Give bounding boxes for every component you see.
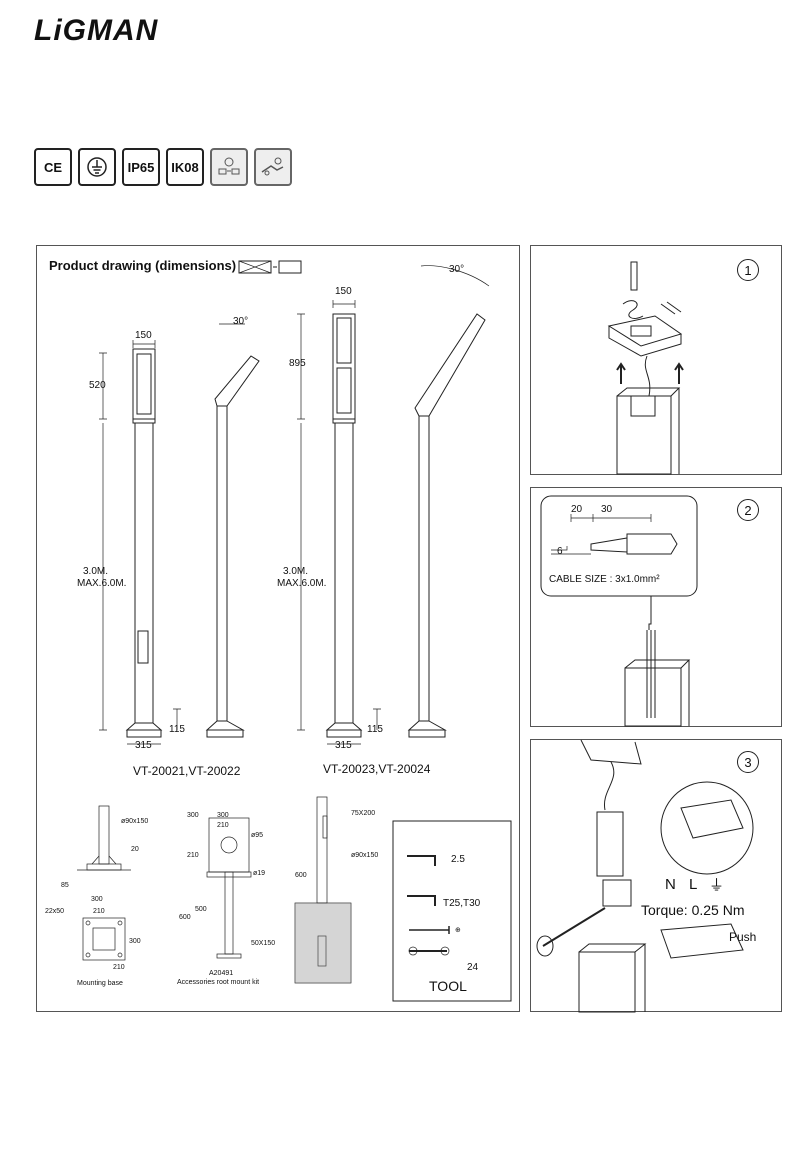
- product-drawing-panel: Product drawing (dimensions): [36, 245, 520, 1012]
- mb-height-210: 210: [113, 964, 125, 971]
- step-2-panel: 2 20 30 6 CABLE SIZE : 3x1.0mm²: [530, 487, 782, 727]
- brand-logo: LiGMAN: [34, 14, 159, 47]
- dim-height-895: 895: [289, 358, 306, 369]
- dim-base-height-a: 115: [169, 724, 185, 735]
- rk-width-300b: 300: [217, 812, 229, 819]
- cable-size-label: CABLE SIZE : 3x1.0mm²: [549, 574, 660, 585]
- tool-torx-size: T25,T30: [443, 898, 481, 909]
- dim-height-520: 520: [89, 380, 106, 391]
- push-label: Push: [729, 930, 757, 944]
- ce-mark: CE: [34, 148, 72, 186]
- strip-length-30: 30: [601, 504, 613, 515]
- mb-width-300: 300: [91, 896, 103, 903]
- dim-max-height-b: MAX.6.0M.: [277, 578, 327, 589]
- mb-height-85: 85: [61, 882, 69, 889]
- mb-width-210: 210: [93, 908, 105, 915]
- step-2-number: 2: [737, 499, 759, 521]
- certification-row: CE IP65 IK08: [34, 148, 292, 186]
- rk-height-600: 600: [179, 914, 191, 921]
- dim-base-width-a: 315: [135, 740, 152, 751]
- install-icon-2: [254, 148, 292, 186]
- dim-max-height-a: MAX.6.0M.: [77, 578, 127, 589]
- pole-drawings: [77, 260, 512, 1002]
- step-3-drawing: [536, 739, 754, 1013]
- earth-symbol-icon: [78, 148, 116, 186]
- dim-angle-a: 30°: [233, 316, 249, 327]
- rk-size-50x150: 50X150: [251, 940, 276, 947]
- step-1-drawing: [607, 261, 684, 475]
- step-3-panel: 3 N L ⏚ Torque: 0.25 Nm Push: [530, 739, 782, 1013]
- step-1-number: 1: [737, 259, 759, 281]
- ip65-badge: IP65: [122, 148, 160, 186]
- mb-height-20: 20: [131, 846, 139, 853]
- dim-pole-height-b: 3.0M.: [283, 566, 309, 577]
- model-label-a: VT-20021,VT-20022: [133, 764, 241, 778]
- dim-base-height-b: 115: [367, 724, 383, 735]
- rk-width-300a: 300: [187, 812, 199, 819]
- install-icon-1: [210, 148, 248, 186]
- terminal-n-label: N: [665, 876, 676, 893]
- dim-angle-b: 30°: [449, 264, 465, 275]
- product-drawing-title: Product drawing (dimensions): [49, 258, 237, 273]
- torque-label: Torque: 0.25 Nm: [641, 902, 745, 918]
- tool-hex-size: 2.5: [451, 854, 465, 865]
- mb-caption: Mounting base: [77, 980, 123, 987]
- earth-terminal-icon: ⏚: [709, 877, 725, 894]
- terminal-l-label: L: [689, 876, 698, 893]
- ik08-badge: IK08: [166, 148, 204, 186]
- model-label-b: VT-20023,VT-20024: [323, 762, 431, 776]
- step-2-drawing: [540, 495, 698, 727]
- cc-height-600: 600: [295, 872, 307, 879]
- screwdriver-icon: ⊕: [455, 927, 461, 934]
- rk-diameter-95: ø95: [251, 832, 264, 839]
- mb-height-300: 300: [129, 938, 141, 945]
- rk-code: A20491: [209, 970, 234, 977]
- mb-diameter: ø90x150: [121, 818, 149, 825]
- strip-length-20: 20: [571, 504, 583, 515]
- cc-size-75x200: 75X200: [351, 810, 376, 817]
- rk-caption: Accessories root mount kit: [177, 979, 260, 986]
- dim-pole-height-a: 3.0M.: [83, 566, 109, 577]
- dim-width-a: 150: [135, 330, 152, 341]
- tool-wrench-size: 24: [467, 962, 479, 973]
- dim-base-width-b: 315: [335, 740, 352, 751]
- tool-label: TOOL: [429, 978, 467, 994]
- rk-diameter-19: ø19: [253, 870, 266, 877]
- mb-slot-22x50: 22x50: [45, 908, 65, 915]
- cc-diameter-90: ø90x150: [351, 852, 379, 859]
- rk-height-500: 500: [195, 906, 207, 913]
- strip-length-6: 6: [557, 546, 563, 557]
- rk-height-210: 210: [187, 852, 199, 859]
- dim-width-b: 150: [335, 286, 352, 297]
- step-3-number: 3: [737, 751, 759, 773]
- step-1-panel: 1: [530, 245, 782, 475]
- rk-width-210: 210: [217, 822, 229, 829]
